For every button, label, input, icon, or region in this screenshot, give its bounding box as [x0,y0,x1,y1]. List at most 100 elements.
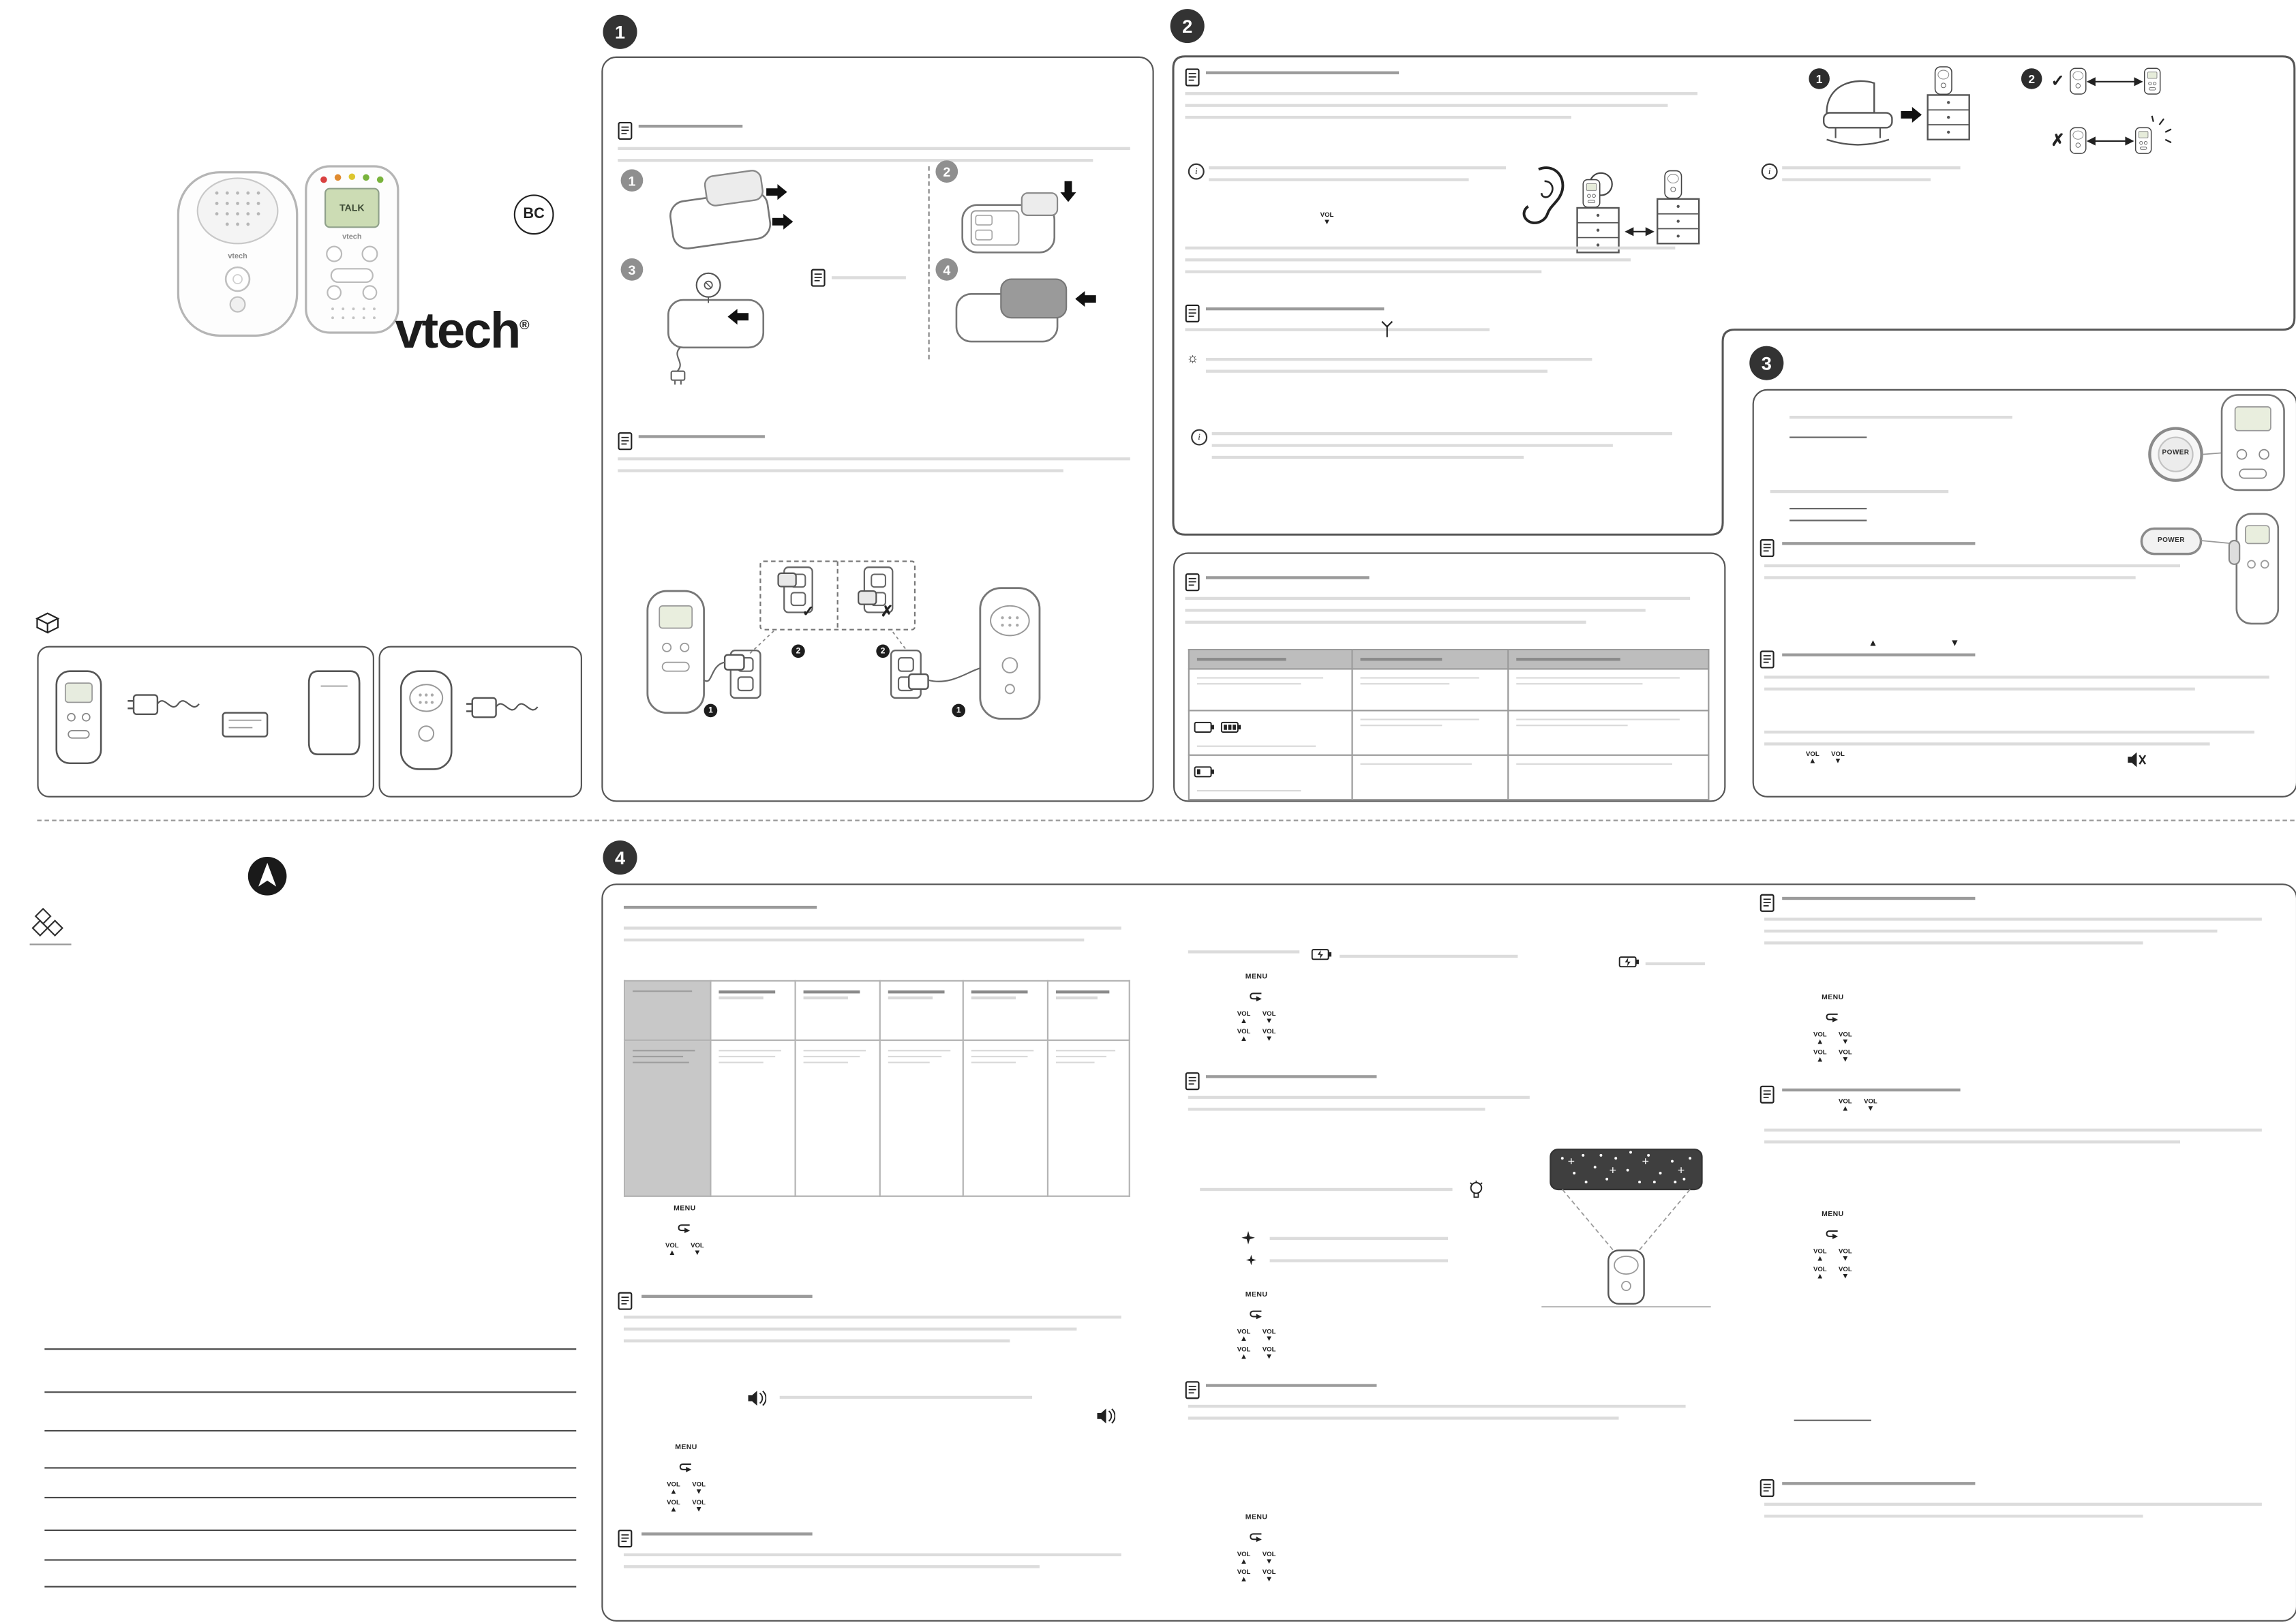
text-line [618,147,1130,150]
back-arrow-icon [1249,984,1264,1008]
back-arrow-icon [1825,1005,1840,1029]
ruled-line [44,1348,577,1350]
menu-label: MENU [1245,974,1268,982]
vol-down-arrow: ▼ [1265,1035,1273,1045]
vol-down-pair: VOL ▼ [1831,750,1845,767]
text-line [641,1294,813,1299]
night-light-icon [1469,1179,1484,1200]
ruled-line [44,1529,577,1532]
vol-down-arrow: ▼ [1950,638,1960,650]
text-line [1185,104,1668,106]
text-line [1185,609,1646,611]
vol-label: VOL [1838,1097,1852,1105]
table-cell [1507,754,1710,800]
vol-up-pair: VOL ▲ [1838,1097,1852,1114]
vol-up-down: VOL▲ VOL▼ [667,1498,706,1516]
diagram-sound-check [1522,166,1700,254]
text-line [1764,941,2143,944]
text-line [1209,166,1506,169]
table-cell [1188,710,1353,756]
vol-up-arrow: ▲ [1816,1037,1824,1047]
text-line [1340,954,1518,958]
vol-label: VOL [1813,1247,1827,1255]
ruled-line [44,1429,577,1432]
orientation-cross: ✗ [2051,132,2065,151]
text-line [831,276,906,279]
vol-label: VOL [1813,1048,1827,1057]
correct-mark: ✓ [802,604,815,621]
vol-down-arrow: ▼ [1867,1105,1875,1114]
text-line [623,905,817,909]
brightness-high-icon [1241,1230,1255,1245]
panel-battery-status [1173,552,1726,802]
vol-up-down: VOL▲ VOL▼ [1237,1346,1276,1363]
vol-up-pair: VOL▲ [667,1498,680,1516]
vol-down-pair: VOL▼ [692,1498,706,1516]
vol-down-arrow: ▼ [1323,218,1331,228]
text-line [1188,1404,1686,1408]
vol-down-pair: VOL▼ [1839,1247,1852,1264]
diagram-plug-in [646,560,1041,720]
vol-label: VOL [667,1498,680,1506]
note-icon [618,432,633,451]
note-icon [618,1292,633,1311]
menu-button: MENU [675,1445,697,1478]
parent-unit-logo-text: vtech [342,233,361,241]
menu-vol-controls: MENU VOL▲ VOL▼ VOL▲ VOL▼ [1813,1212,1852,1283]
menu-label: MENU [1245,1292,1268,1300]
section-1-badge: 1 [603,14,637,49]
note-icon [1759,650,1775,669]
vol-label: VOL [692,1498,706,1506]
incorrect-mark: ✗ [880,604,894,621]
menu-button: MENU [1822,1212,1844,1245]
vol-up-down: VOL▲ VOL▼ [665,1241,704,1258]
product-photo-baby-unit: vtech [177,171,299,337]
table-cell [710,1039,796,1197]
vol-up-pair: VOL▲ [1237,1327,1251,1344]
vol-up-down: VOL▲ VOL▼ [1237,1327,1276,1344]
note-icon [1185,68,1200,87]
note-icon [1759,1085,1775,1104]
ruled-line [44,1496,577,1499]
vol-label: VOL [1262,1009,1276,1017]
text-line [1185,258,1631,261]
heat-warning-icon: ☼ [1186,350,1199,365]
vol-up-pair: VOL▲ [1813,1247,1827,1264]
vol-down-arrow: ▼ [1841,1037,1849,1047]
speaker-icon [1096,1408,1116,1425]
text-line [623,1553,1121,1556]
vol-up-arrow: ▲ [669,1506,678,1515]
text-line [623,1565,1040,1568]
package-icon [35,612,60,634]
text-line [1764,576,2136,579]
vol-label: VOL [1237,1346,1251,1354]
vol-label: VOL [1839,1048,1852,1057]
text-line [1185,596,1691,600]
text-line [1782,1482,1976,1485]
vol-up-pair: VOL▲ [667,1481,680,1498]
text-line [618,469,1063,472]
vol-label: VOL [692,1480,706,1488]
fill-in-line [1789,519,1867,521]
vol-label: VOL [1813,1265,1827,1273]
vol-down-arrow: ▼ [1265,1017,1273,1027]
vol-label: VOL [1262,1327,1276,1335]
vol-down-pair: VOL▼ [1262,1327,1276,1344]
note-icon [1185,1381,1200,1400]
vol-up-down: VOL▲ VOL▼ [1813,1048,1852,1066]
plug-step-dot: 1 [704,703,718,718]
menu-label: MENU [1245,1515,1268,1522]
text-line [638,124,743,128]
plug-step-dot: 2 [876,644,890,658]
vtech-logo: vtech® [395,306,529,357]
vol-up-arrow: ▲ [1239,1035,1248,1045]
vol-down-arrow: ▼ [1265,1353,1273,1363]
text-line [1185,328,1490,331]
panel-install [601,56,1154,802]
text-line [1782,542,1976,545]
vol-label: VOL [1839,1265,1852,1273]
vol-label: VOL [1237,1027,1251,1035]
vol-up-pair: VOL▲ [665,1241,679,1258]
vol-label: VOL [1237,1009,1251,1017]
vol-label: VOL [1839,1030,1852,1038]
